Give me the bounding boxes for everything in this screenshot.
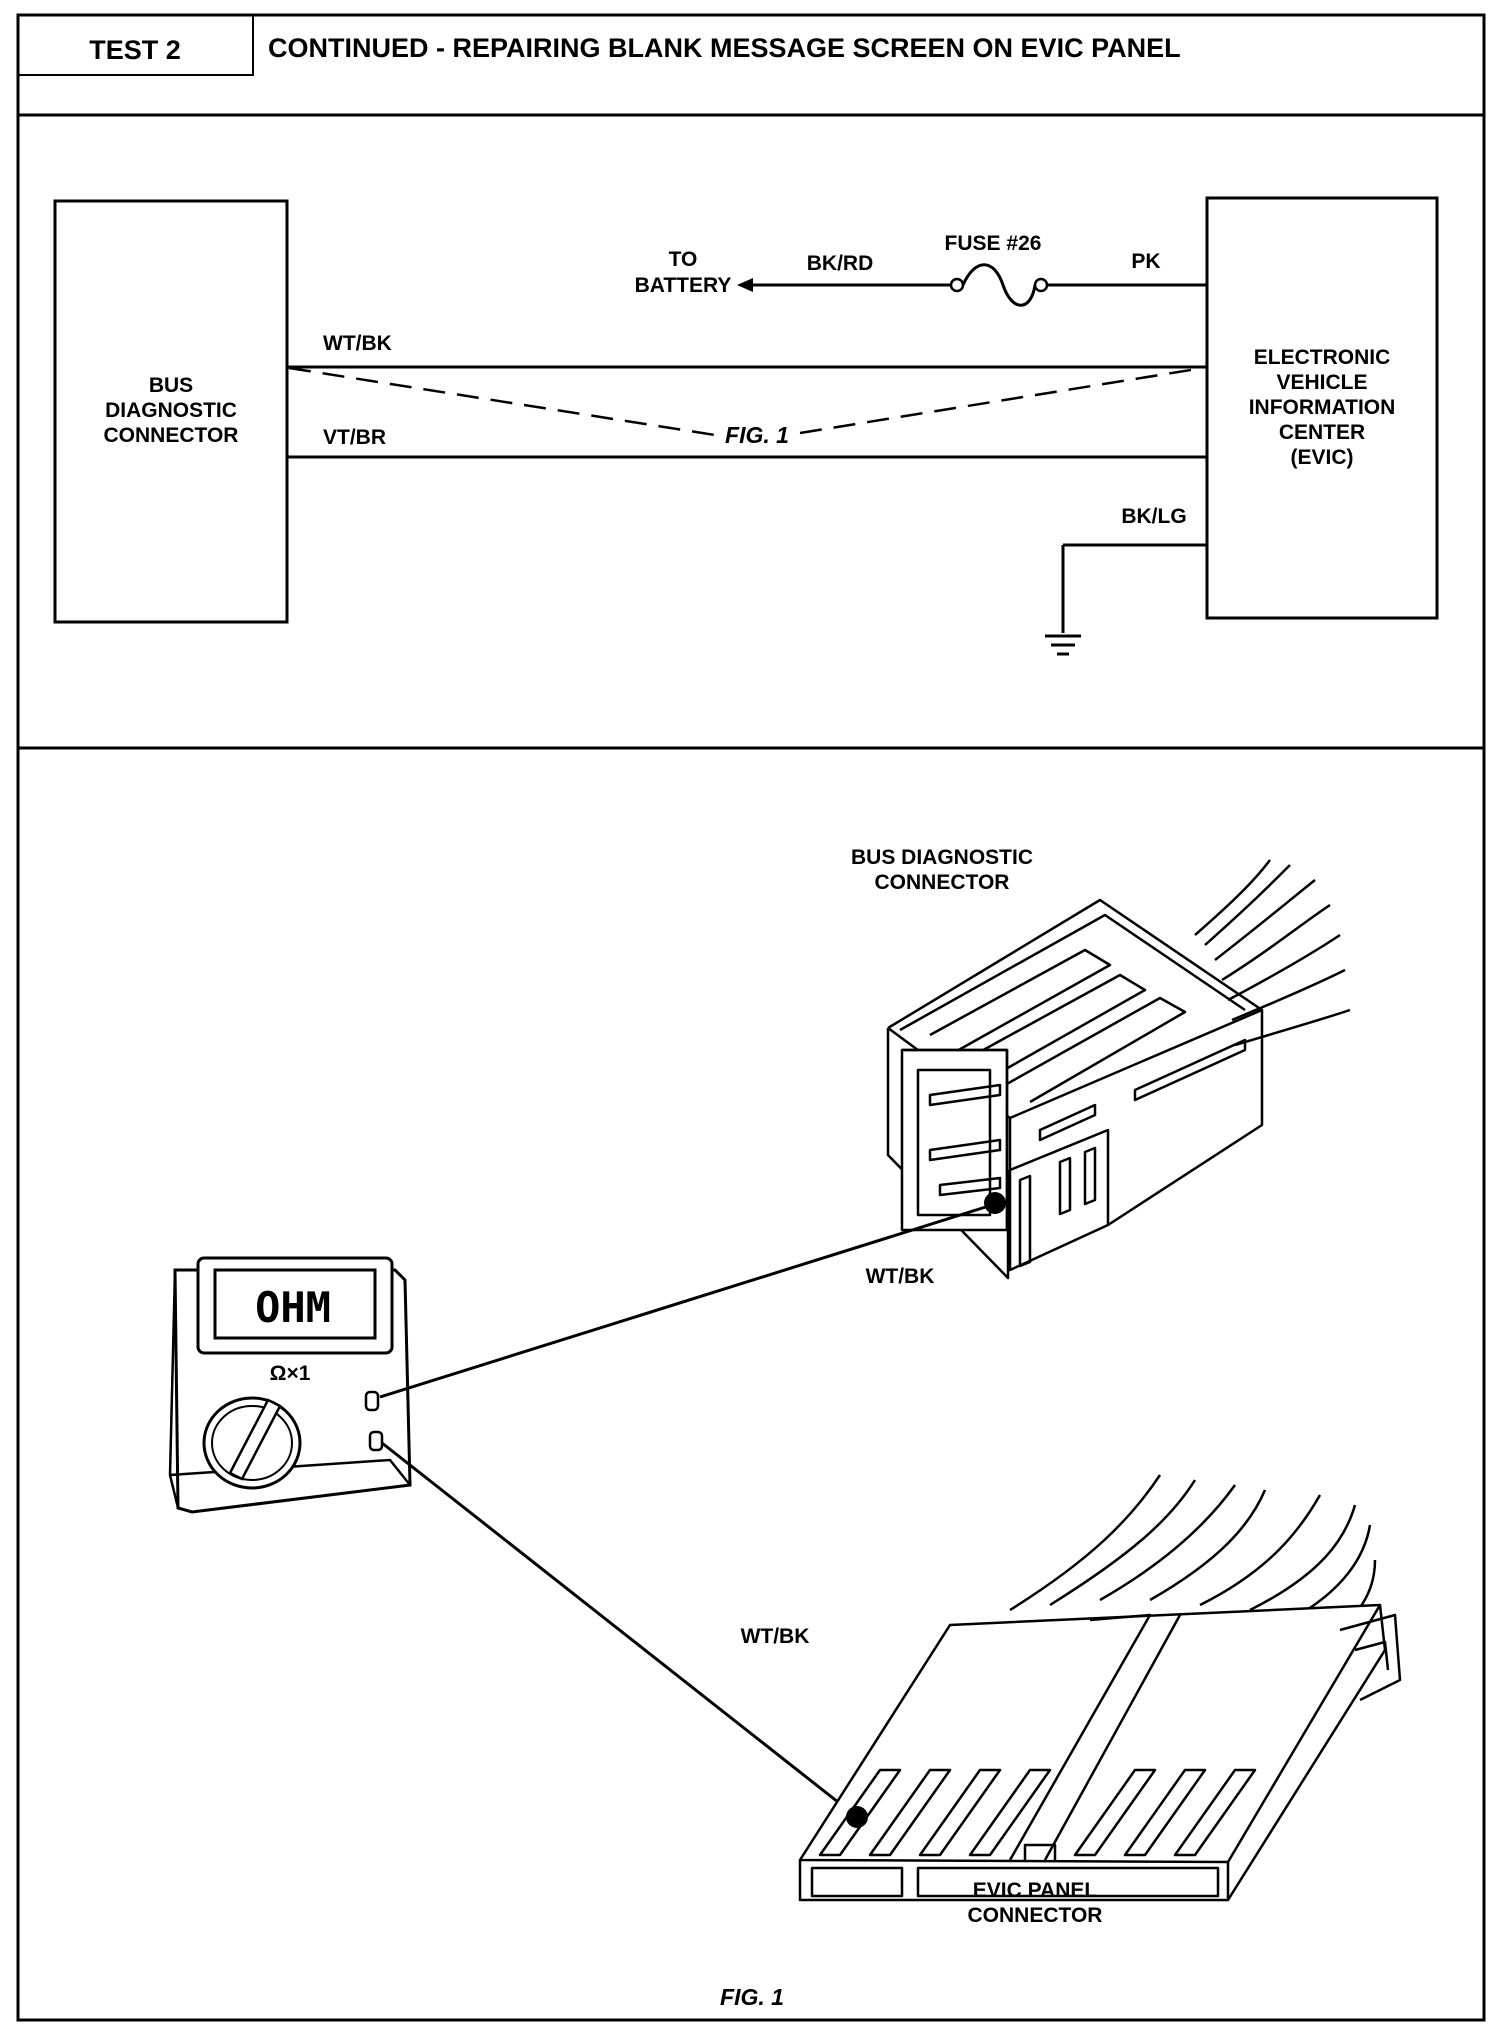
ohmmeter: OHM Ω×1 bbox=[168, 1256, 412, 1514]
fuse-terminal-right bbox=[1033, 277, 1049, 293]
page-frame bbox=[16, 13, 1486, 2022]
bus-connector-label-1: BUS DIAGNOSTIC bbox=[851, 846, 1033, 869]
evic-panel-connector-drawing bbox=[798, 1474, 1402, 1902]
header: TEST 2 CONTINUED - REPAIRING BLANK MESSA… bbox=[17, 14, 1484, 117]
meter-range-label: Ω×1 bbox=[270, 1362, 311, 1385]
bus-connector-label-2: CONNECTOR bbox=[875, 871, 1010, 894]
evic-box bbox=[1205, 196, 1439, 620]
bus-box-label-3: CONNECTOR bbox=[104, 424, 239, 447]
meter-dial-pointer bbox=[228, 1398, 282, 1481]
test-ref-dashed-right bbox=[799, 366, 1204, 435]
meter-jack-lower bbox=[368, 1430, 384, 1452]
evic-box-label-1: ELECTRONIC bbox=[1254, 346, 1391, 369]
evic-connector-label-2: CONNECTOR bbox=[968, 1904, 1103, 1927]
fig-reference-label: FIG. 1 bbox=[725, 422, 789, 448]
evic-box-label-4: CENTER bbox=[1279, 421, 1365, 444]
meter-display-text: OHM bbox=[255, 1283, 331, 1332]
wire-label-bk-rd: BK/RD bbox=[807, 252, 874, 275]
to-battery-label-2: BATTERY bbox=[635, 274, 732, 297]
meter-display-screen bbox=[213, 1268, 377, 1340]
wire-label-wt-bk: WT/BK bbox=[323, 332, 392, 355]
page-title: CONTINUED - REPAIRING BLANK MESSAGE SCRE… bbox=[268, 33, 1181, 63]
test-label: TEST 2 bbox=[89, 35, 181, 65]
bus-diagnostic-connector-box bbox=[53, 199, 289, 624]
wire-label-pk: PK bbox=[1131, 250, 1160, 273]
evic-box-label-3: INFORMATION bbox=[1249, 396, 1396, 419]
test-illustration: BUS DIAGNOSTIC CONNECTOR bbox=[168, 846, 1402, 2010]
to-battery-label-1: TO bbox=[669, 248, 698, 271]
bus-connector-test-pin bbox=[984, 1192, 1006, 1214]
wire-label-bk-lg: BK/LG bbox=[1121, 505, 1186, 528]
test-label-box bbox=[17, 14, 254, 76]
evic-box-label-5: (EVIC) bbox=[1291, 446, 1354, 469]
test-lead-to-evic-connector bbox=[381, 1441, 858, 1819]
test-ref-dashed-left bbox=[288, 366, 716, 437]
fuse-terminal-left bbox=[949, 277, 965, 293]
ground-icon bbox=[1045, 634, 1081, 656]
evic-probe-wire-label: WT/BK bbox=[741, 1625, 810, 1648]
battery-arrow-icon bbox=[737, 278, 753, 292]
bus-probe-wire-label: WT/BK bbox=[866, 1265, 935, 1288]
bus-box-label-1: BUS bbox=[149, 374, 193, 397]
wiring-schematic: BUS DIAGNOSTIC CONNECTOR ELECTRONIC VEHI… bbox=[18, 196, 1484, 750]
fuse-icon bbox=[961, 263, 1037, 307]
bus-diagnostic-connector-drawing bbox=[886, 859, 1351, 1280]
figure-caption: FIG. 1 bbox=[720, 1984, 784, 2010]
wire-label-vt-br: VT/BR bbox=[323, 426, 386, 449]
meter-jack-upper bbox=[364, 1390, 380, 1412]
evic-connector-test-pin bbox=[846, 1806, 868, 1828]
bus-box-label-2: DIAGNOSTIC bbox=[105, 399, 237, 422]
meter-dial-inner bbox=[211, 1405, 293, 1481]
evic-box-label-2: VEHICLE bbox=[1276, 371, 1367, 394]
fuse-label: FUSE #26 bbox=[945, 232, 1042, 255]
test-lead-to-bus-connector bbox=[379, 1203, 993, 1399]
evic-connector-label-1: EVIC PANEL bbox=[973, 1879, 1098, 1902]
